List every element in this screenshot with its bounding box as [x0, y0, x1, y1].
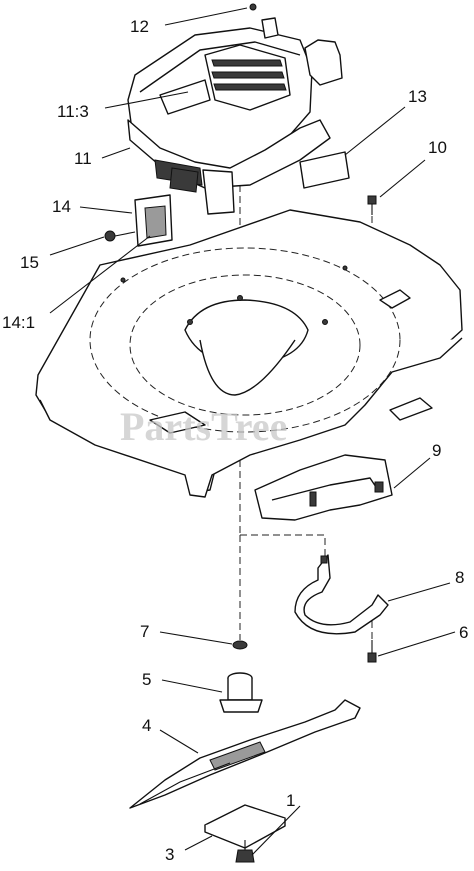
callout-11-3: 11:3	[57, 102, 89, 121]
leader-11	[101, 147, 131, 159]
leader-13	[344, 106, 406, 156]
leader-10	[379, 159, 426, 198]
callout-7: 7	[140, 622, 149, 641]
callout-13: 13	[408, 87, 427, 106]
leader-4	[159, 729, 199, 754]
callout-6: 6	[459, 623, 468, 642]
callout-15: 15	[20, 253, 39, 272]
leader-12	[164, 7, 248, 26]
leader-9	[393, 457, 431, 489]
decal-item-13	[299, 151, 350, 189]
leader-8	[387, 582, 451, 602]
leader-1	[251, 805, 301, 856]
watermark: PartsTree	[120, 404, 287, 449]
callout-8: 8	[455, 568, 464, 587]
leader-5	[161, 679, 223, 693]
callout-4: 4	[142, 716, 151, 735]
leader-14-1	[49, 235, 151, 314]
baffle-item-9	[254, 454, 393, 521]
bolt-item-15	[104, 230, 136, 242]
leader-7	[159, 631, 233, 645]
callout-10: 10	[428, 138, 447, 157]
leader-15	[49, 236, 105, 256]
callout-1: 1	[286, 791, 295, 810]
bolt-item-10	[367, 195, 377, 215]
leader-11-3	[104, 91, 189, 109]
callout-5: 5	[142, 670, 151, 689]
callout-14-1: 14:1	[2, 313, 35, 332]
bolt-item-1	[235, 840, 255, 863]
callout-9: 9	[432, 441, 441, 460]
bracket-item-14	[134, 194, 173, 247]
callout-12: 12	[130, 17, 149, 36]
bolt-item-6	[367, 640, 377, 663]
engine	[127, 3, 343, 215]
callout-11: 11	[74, 149, 92, 168]
mower-deck	[35, 209, 463, 498]
leader-6	[377, 631, 456, 657]
washer-item-7	[232, 640, 248, 650]
callout-3: 3	[165, 845, 174, 864]
leader-3	[184, 835, 213, 851]
callout-14: 14	[52, 197, 71, 216]
blade-item-4	[129, 699, 361, 809]
adapter-item-5	[219, 672, 263, 713]
leader-14	[79, 206, 133, 214]
bracket-item-8	[294, 554, 389, 635]
